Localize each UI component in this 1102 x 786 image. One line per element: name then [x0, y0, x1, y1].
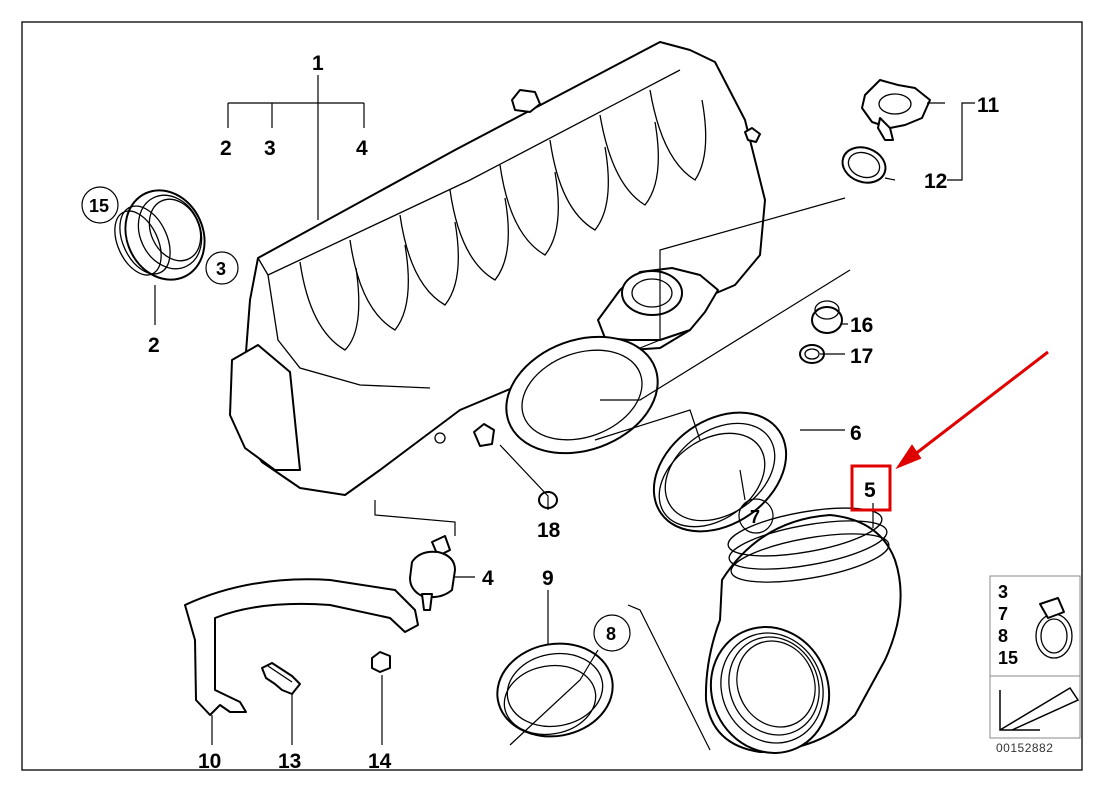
clamp-legend: 3 7 8 15 — [989, 575, 1081, 677]
label-15-circled: 15 — [89, 196, 109, 216]
highlight-box-5 — [850, 464, 892, 512]
part-labels: 1 2 3 4 15 3 2 11 12 16 17 6 5 7 18 4 9 … — [81, 52, 1000, 773]
label-10: 10 — [198, 750, 221, 773]
label-14: 14 — [368, 750, 392, 773]
label-17: 17 — [850, 345, 873, 368]
circle-15 — [81, 186, 119, 224]
label-4-top: 4 — [356, 137, 368, 160]
label-18: 18 — [537, 519, 561, 542]
intake-manifold-housing — [229, 41, 766, 496]
label-13: 13 — [278, 750, 301, 773]
legend-item-8: 8 — [998, 626, 1008, 646]
label-5: 5 — [864, 479, 876, 502]
o-ring-part-12 — [841, 146, 887, 184]
circle-3 — [205, 251, 239, 285]
gasket-ring-part-6 — [652, 411, 788, 533]
label-16: 16 — [850, 314, 873, 337]
bracket-part-10 — [184, 578, 419, 716]
red-arrow-icon — [895, 350, 1049, 470]
legend-item-15: 15 — [998, 648, 1018, 668]
ring-part-9 — [496, 642, 614, 738]
leader-lines — [154, 75, 975, 751]
label-7-circled: 7 — [750, 507, 760, 527]
grommet-part-16 — [811, 300, 843, 334]
label-2-boot: 2 — [148, 334, 160, 357]
filler-cap-part-11 — [861, 79, 931, 141]
diagram-frame — [21, 21, 1083, 771]
label-2-top: 2 — [220, 137, 232, 160]
nut-part-14 — [371, 651, 391, 673]
rubber-boot-part-2 — [114, 189, 206, 281]
label-6: 6 — [850, 422, 862, 445]
circle-8 — [593, 614, 631, 652]
label-3-circled: 3 — [216, 259, 226, 279]
label-9: 9 — [542, 567, 554, 590]
down-left-arrow-icon — [999, 686, 1080, 731]
label-4-mount: 4 — [482, 567, 494, 590]
label-8-circled: 8 — [606, 624, 616, 644]
diagram-code: 00152882 — [996, 741, 1053, 755]
circle-7 — [738, 498, 774, 534]
legend-item-7: 7 — [998, 604, 1008, 624]
rubber-mount-part-4 — [409, 535, 456, 611]
label-3-top: 3 — [264, 137, 276, 160]
bolt-part-13 — [261, 662, 301, 695]
navigation-arrow-box[interactable] — [989, 675, 1081, 739]
label-11: 11 — [977, 94, 1000, 117]
hose-clamp-icon — [1035, 597, 1073, 659]
legend-item-3: 3 — [998, 582, 1008, 602]
label-12: 12 — [924, 170, 947, 193]
intake-boot-part-5 — [704, 507, 902, 754]
label-1: 1 — [312, 52, 324, 75]
